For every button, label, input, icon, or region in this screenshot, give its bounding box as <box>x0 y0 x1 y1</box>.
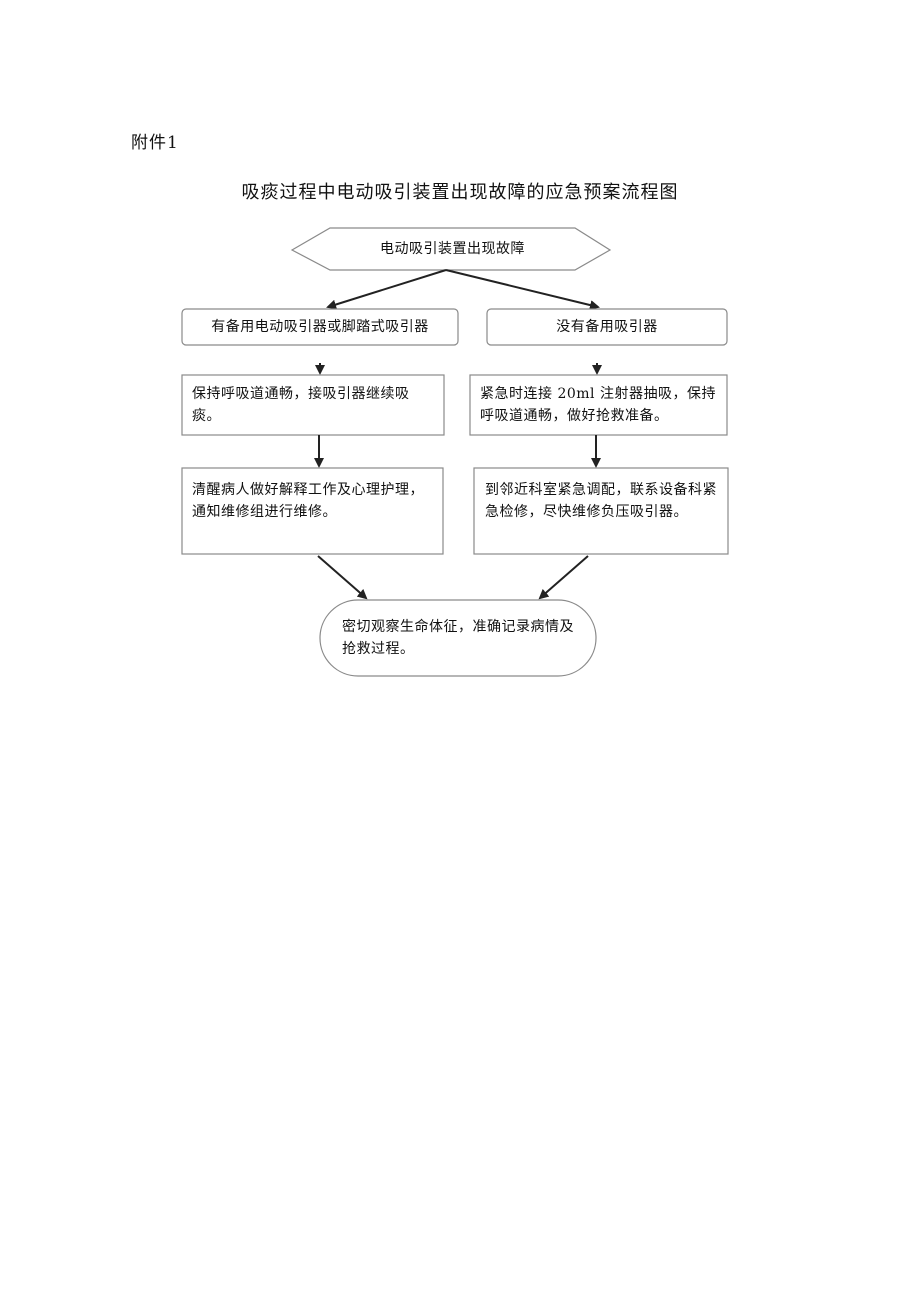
right-step1-label: 紧急时连接 20ml 注射器抽吸，保持呼吸道通畅，做好抢救准备。 <box>480 386 716 424</box>
arrow-start-to-right <box>445 269 600 310</box>
end-node-label: 密切观察生命体征，准确记录病情及抢救过程。 <box>342 619 574 657</box>
left-condition-shape <box>181 308 459 346</box>
left-step2-shape <box>181 467 444 555</box>
left-step1-label: 保持呼吸道通畅，接吸引器继续吸痰。 <box>192 386 410 424</box>
arrow-right-step2-to-end <box>538 555 589 600</box>
page-title: 吸痰过程中电动吸引装置出现故障的应急预案流程图 <box>241 182 679 203</box>
right-step1-shape <box>469 374 728 436</box>
right-condition-label: 没有备用吸引器 <box>556 319 658 335</box>
right-step2-label: 到邻近科室紧急调配，联系设备科紧急检修，尽快维修负压吸引器。 <box>485 482 717 520</box>
right-condition-shape <box>486 308 728 346</box>
left-step1-shape <box>181 374 445 436</box>
start-node-shape <box>290 227 612 271</box>
start-node-label: 电动吸引装置出现故障 <box>380 241 525 257</box>
attachment-label: 附件1 <box>131 133 179 153</box>
left-step2-label: 清醒病人做好解释工作及心理护理，通知维修组进行维修。 <box>192 482 424 520</box>
right-step2-shape <box>473 467 729 555</box>
arrow-left-step2-to-end <box>317 555 368 600</box>
left-condition-label: 有备用电动吸引器或脚踏式吸引器 <box>211 319 429 335</box>
arrow-start-to-left <box>326 269 447 310</box>
end-node-shape <box>319 599 597 677</box>
